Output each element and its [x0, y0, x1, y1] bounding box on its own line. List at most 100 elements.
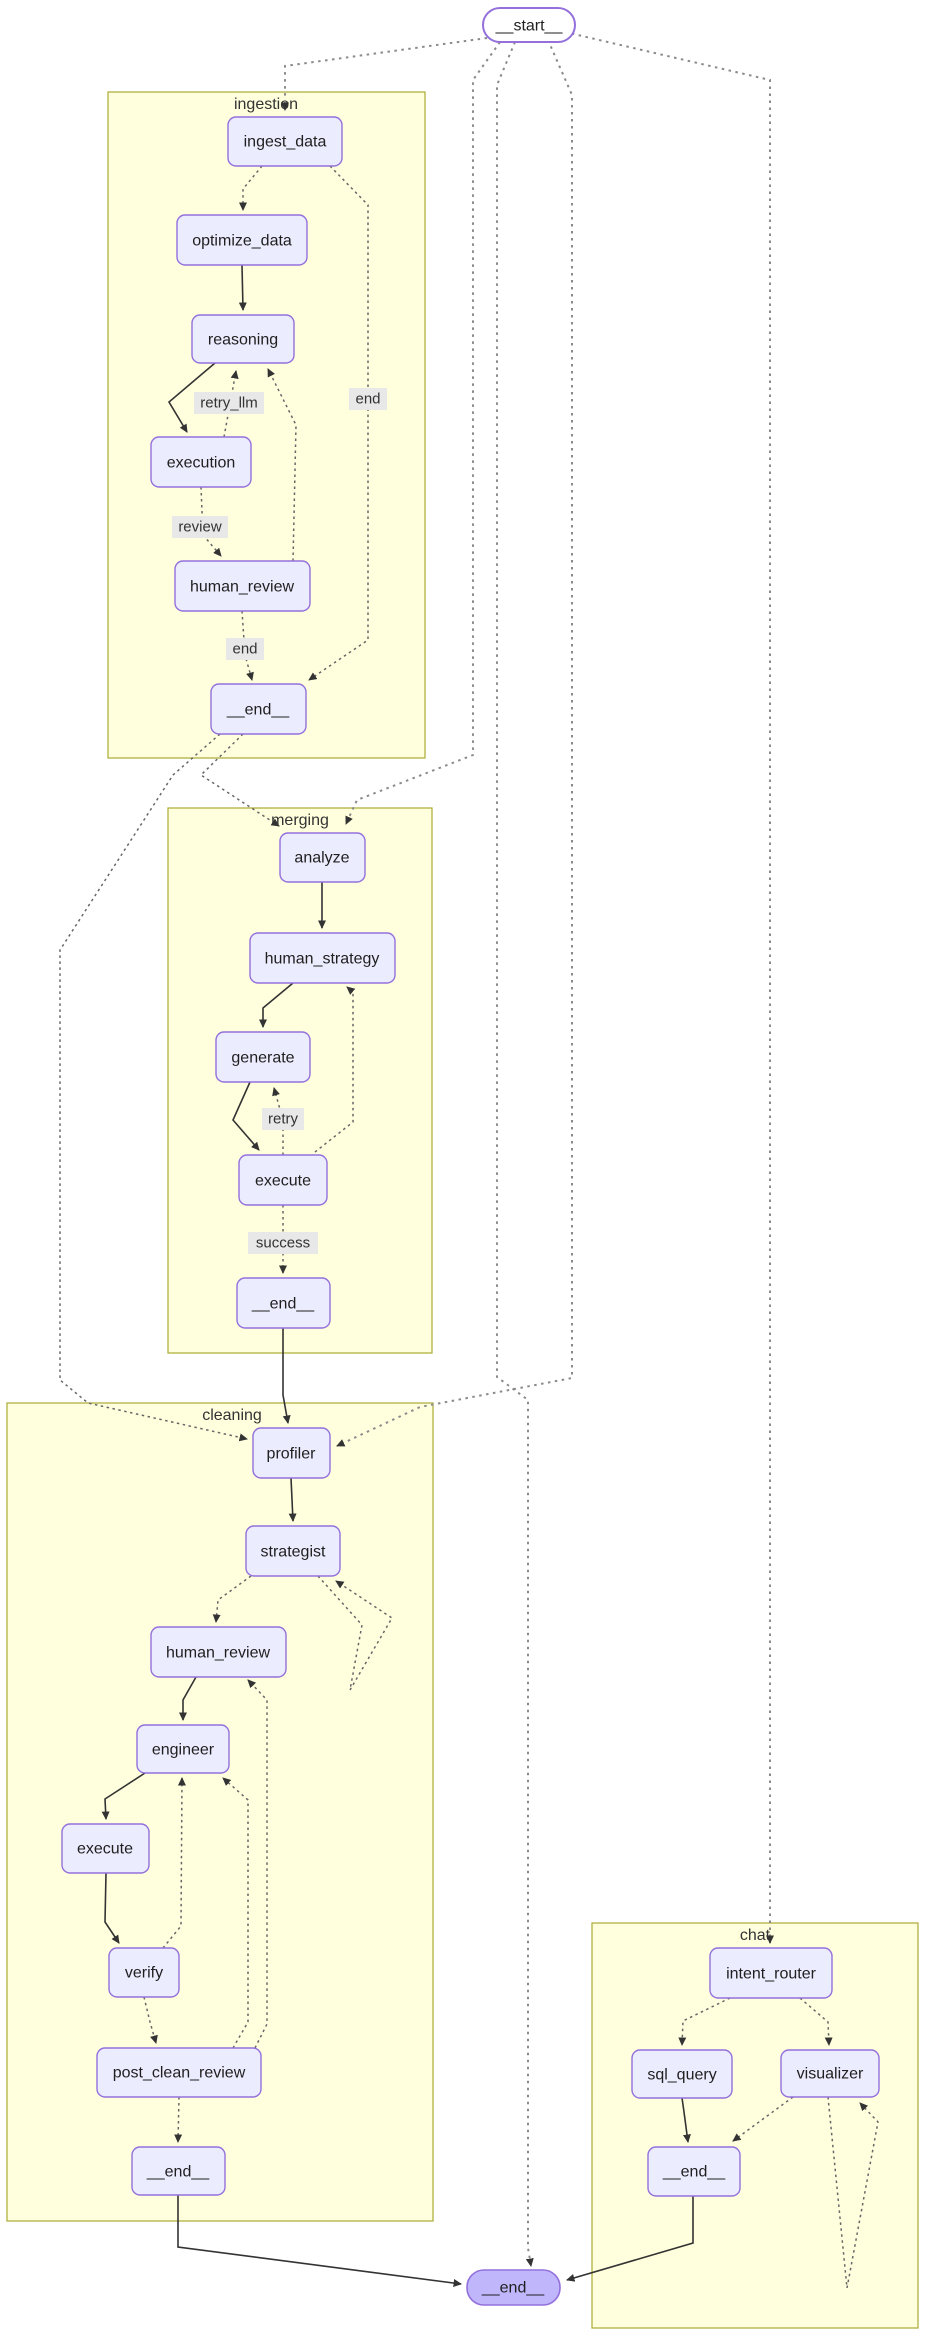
node-cleaning-execute-label: execute [77, 1841, 133, 1858]
node-merging-human-strategy: human_strategy [249, 932, 396, 984]
node-cleaning-execute: execute [61, 1823, 150, 1874]
node-chat-sql-query: sql_query [631, 2049, 733, 2099]
node-merging-human-strategy-label: human_strategy [265, 951, 380, 968]
edge-strategist-loop-down [317, 1575, 363, 1691]
edge-label-end-ingestion-right: end [349, 388, 387, 410]
edge-start-to-profiler [336, 39, 573, 1447]
node-cleaning-end: __end__ [131, 2146, 226, 2196]
node-cleaning-profiler-label: profiler [267, 1446, 317, 1463]
node-merging-execute-label: execute [255, 1173, 311, 1190]
edge-verify-to-post-clean-review [143, 1996, 158, 2044]
node-merging-generate-label: generate [231, 1050, 294, 1067]
subgraph-chat-label: chat [740, 1927, 771, 1944]
edge-engineer-to-execute [101, 1772, 146, 1820]
edge-label-review: review [172, 516, 228, 538]
node-ingestion-human-review-label: human_review [190, 579, 295, 596]
edge-merging-end-to-profiler [282, 1328, 291, 1424]
edge-reasoning-to-execution [167, 362, 216, 433]
node-ingestion-execution: execution [150, 436, 252, 488]
edge-intent-router-to-sql-query [678, 1997, 731, 2046]
subgraph-ingestion-label: ingestion [234, 96, 298, 113]
edge-visualizer-loop-down [827, 2096, 848, 2289]
node-cleaning-profiler: profiler [252, 1427, 331, 1479]
edge-start-to-intent-router [564, 31, 774, 1944]
edge-label-success-text: success [256, 1235, 310, 1252]
edge-profiler-to-strategist [288, 1477, 297, 1522]
edge-ingest-data-to-optimize-data [239, 165, 263, 211]
node-final-end-label: __end__ [481, 2280, 545, 2297]
subgraph-merging-label: merging [271, 812, 329, 829]
node-merging-end-label: __end__ [251, 1296, 315, 1313]
node-cleaning-post-clean-review: post_clean_review [96, 2047, 262, 2098]
node-chat-visualizer-label: visualizer [797, 2066, 864, 2083]
edge-label-retry: retry [262, 1108, 304, 1130]
node-cleaning-human-review: human_review [150, 1626, 287, 1678]
edge-label-retry-text: retry [268, 1111, 299, 1128]
edge-label-end-ingestion-text: end [232, 641, 257, 658]
node-ingestion-human-review: human_review [174, 560, 311, 612]
edge-intent-router-to-visualizer [799, 1997, 833, 2046]
edge-start-to-final-end [496, 41, 534, 2267]
edge-human-strategy-to-generate [259, 982, 294, 1028]
node-cleaning-engineer: engineer [136, 1724, 230, 1774]
edge-ingestion-end-to-profiler [59, 733, 248, 1442]
node-chat-intent-router: intent_router [709, 1947, 833, 1999]
node-cleaning-human-review-label: human_review [166, 1645, 271, 1662]
subgraph-cleaning-label: cleaning [202, 1407, 262, 1424]
edge-label-retry-llm: retry_llm [194, 392, 264, 414]
node-ingestion-end: __end__ [210, 683, 307, 735]
node-cleaning-strategist-label: strategist [261, 1544, 326, 1561]
node-ingestion-ingest-data-label: ingest_data [244, 134, 327, 151]
edge-visualizer-loop-back [846, 2102, 879, 2289]
subgraph-ingestion-box [107, 91, 426, 759]
node-chat-visualizer: visualizer [780, 2049, 880, 2098]
node-cleaning-engineer-label: engineer [152, 1742, 215, 1759]
node-merging-analyze-label: analyze [294, 850, 349, 867]
edge-optimize-data-to-reasoning [238, 264, 247, 311]
edge-strategist-to-human-review [212, 1575, 252, 1623]
edge-post-clean-review-to-cleaning-end [174, 2096, 183, 2143]
node-chat-sql-query-label: sql_query [647, 2067, 716, 2084]
edge-execute-to-verify [104, 1872, 120, 1944]
edge-execute-to-human-strategy [314, 986, 356, 1153]
edge-strategist-loop-back [335, 1580, 394, 1691]
node-ingestion-optimize-data: optimize_data [176, 214, 308, 266]
node-merging-execute: execute [238, 1154, 328, 1206]
node-ingestion-reasoning: reasoning [191, 314, 295, 364]
edge-generate-to-execute [232, 1081, 260, 1151]
edge-cleaning-end-to-final-end [177, 2195, 462, 2287]
edge-visualizer-to-chat-end [732, 2096, 794, 2142]
edge-sql-query-to-chat-end [681, 2097, 691, 2143]
edge-ingestion-end-to-analyze [199, 733, 280, 827]
node-ingestion-execution-label: execution [167, 455, 236, 472]
node-cleaning-strategist: strategist [245, 1525, 341, 1577]
node-merging-analyze: analyze [279, 832, 366, 883]
node-cleaning-end-label: __end__ [146, 2164, 210, 2181]
node-chat-end: __end__ [647, 2146, 741, 2197]
node-chat-end-label: __end__ [662, 2164, 726, 2181]
edge-human-review-to-engineer [179, 1676, 197, 1721]
edge-chat-end-to-final-end [566, 2196, 694, 2282]
node-merging-end: __end__ [236, 1277, 331, 1329]
node-ingestion-optimize-data-label: optimize_data [192, 233, 292, 250]
node-cleaning-post-clean-review-label: post_clean_review [113, 2065, 246, 2082]
node-final-end: __end__ [466, 2269, 561, 2306]
node-ingestion-reasoning-label: reasoning [208, 332, 278, 349]
node-cleaning-verify: verify [108, 1947, 180, 1998]
edge-start-to-analyze [345, 41, 501, 825]
edge-execution-to-reasoning-retry-llm [223, 370, 239, 438]
subgraph-cleaning-box [6, 1402, 434, 2222]
edge-label-success: success [248, 1232, 318, 1254]
node-cleaning-verify-label: verify [125, 1965, 163, 1982]
edge-label-retry-llm-text: retry_llm [200, 395, 258, 412]
edge-label-end-ingestion: end [226, 638, 264, 660]
node-chat-intent-router-label: intent_router [726, 1966, 817, 1983]
edge-ingest-data-to-ingestion-end [308, 165, 369, 681]
node-start: __start__ [482, 7, 576, 43]
node-start-label: __start__ [495, 18, 564, 35]
edge-start-to-ingest-data [281, 37, 488, 111]
edge-label-review-text: review [178, 519, 222, 536]
node-merging-generate: generate [215, 1031, 311, 1083]
edge-label-end-ingestion-right-text: end [355, 391, 380, 408]
